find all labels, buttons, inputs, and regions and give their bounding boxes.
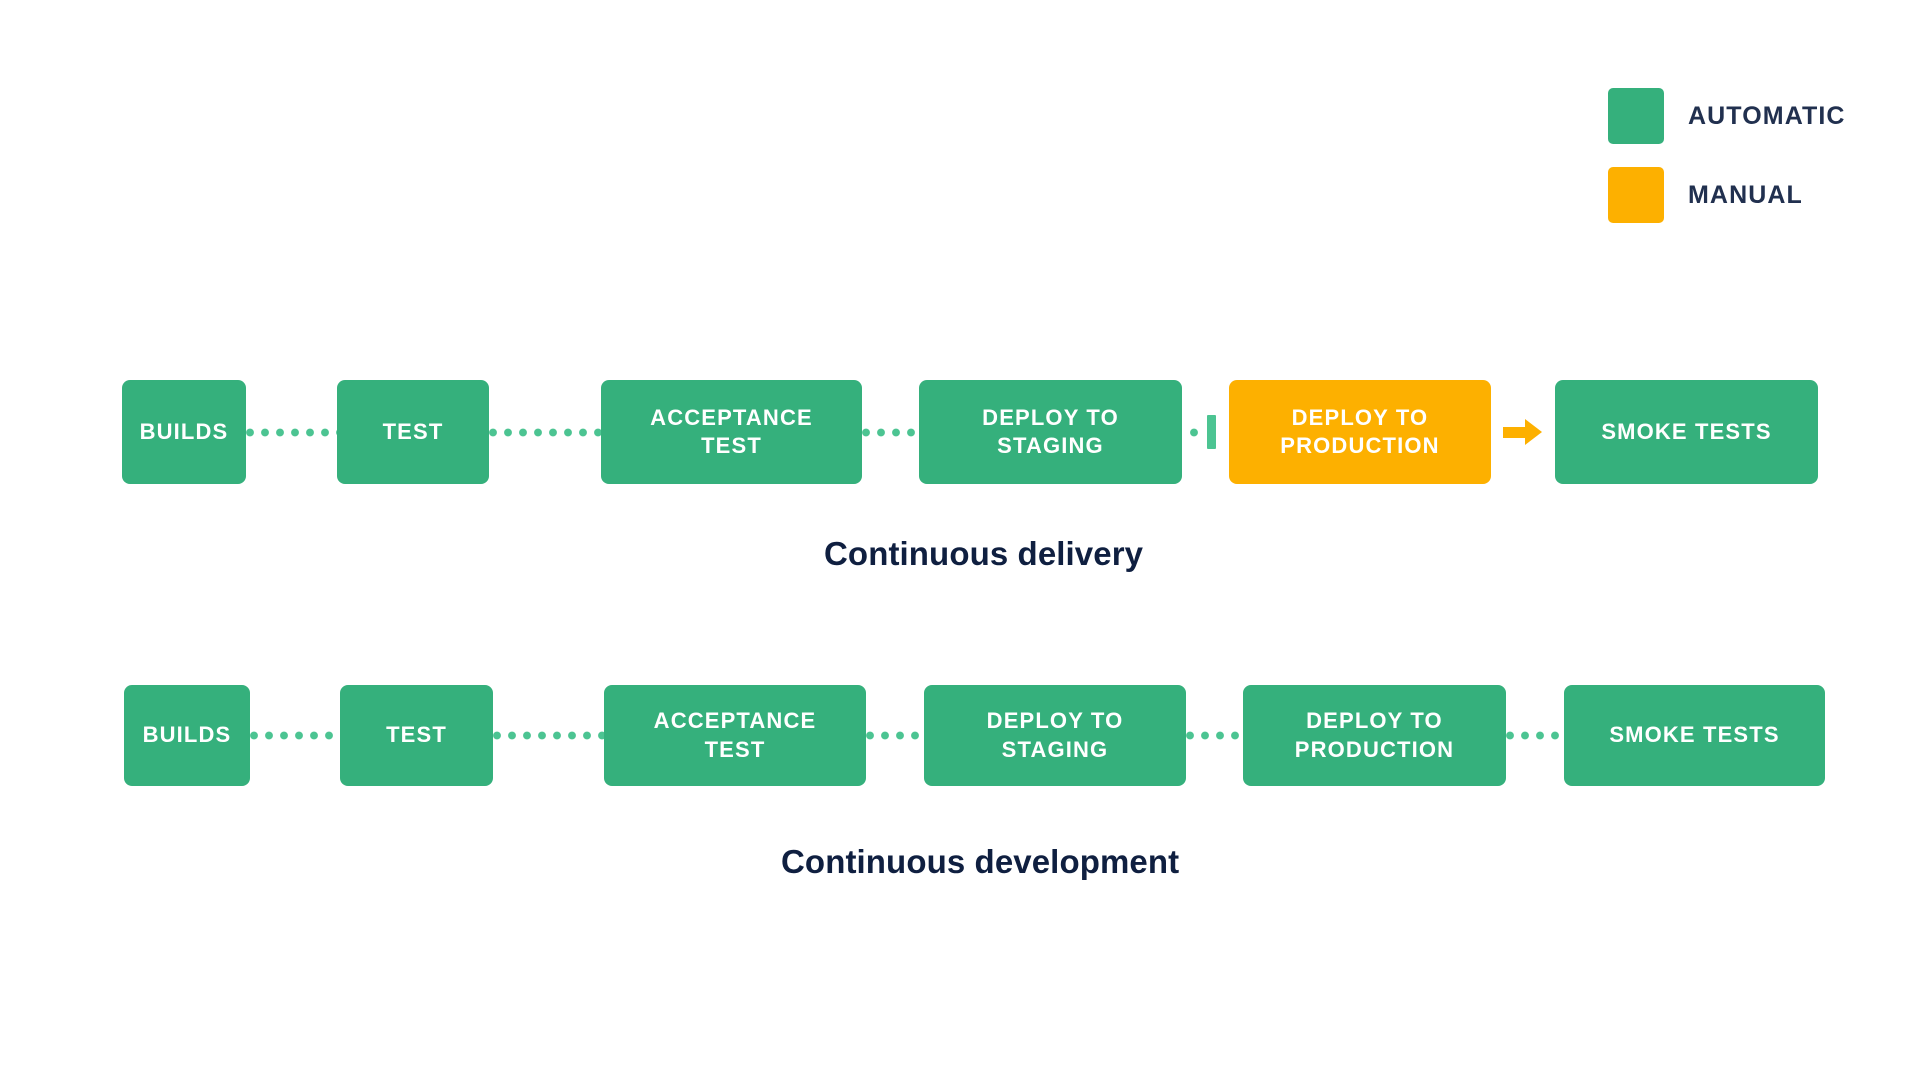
stage-label: ACCEPTANCE TEST <box>653 708 817 762</box>
stage-label: TEST <box>386 722 447 748</box>
stage-label: ACCEPTANCE TEST <box>650 404 813 458</box>
connector-dotted <box>866 731 924 740</box>
connector-dotted <box>489 427 601 437</box>
stage-deploy-to-production[interactable]: DEPLOY TO PRODUCTION <box>1243 685 1506 786</box>
stage-smoke-tests[interactable]: SMOKE TESTS <box>1555 380 1818 484</box>
stage-smoke-tests[interactable]: SMOKE TESTS <box>1564 685 1825 786</box>
stage-test[interactable]: TEST <box>340 685 493 786</box>
arrow-head <box>1525 419 1542 445</box>
stage-label: DEPLOY TO PRODUCTION <box>1280 404 1440 458</box>
legend-item-manual: MANUAL <box>1608 167 1846 223</box>
connector-dotted <box>493 731 604 740</box>
legend-label-manual: MANUAL <box>1688 180 1803 209</box>
connector-dot <box>1190 427 1201 437</box>
connector-dotted <box>862 427 919 437</box>
stage-builds[interactable]: BUILDS <box>124 685 250 786</box>
stage-test[interactable]: TEST <box>337 380 489 484</box>
legend-label-automatic: AUTOMATIC <box>1688 101 1846 130</box>
legend-swatch-automatic-icon <box>1608 88 1664 144</box>
manual-gate-bar-icon <box>1207 415 1216 449</box>
stage-deploy-to-production[interactable]: DEPLOY TO PRODUCTION <box>1229 380 1491 484</box>
caption-continuous-development: Continuous development <box>781 843 1180 880</box>
connector-dotted <box>246 427 337 437</box>
connector-dotted <box>1186 731 1243 740</box>
stage-label: TEST <box>382 418 444 444</box>
stage-deploy-to-staging[interactable]: DEPLOY TO STAGING <box>919 380 1182 484</box>
stage-acceptance-test[interactable]: ACCEPTANCE TEST <box>601 380 862 484</box>
stage-label: SMOKE TESTS <box>1601 418 1772 444</box>
stage-deploy-to-staging[interactable]: DEPLOY TO STAGING <box>924 685 1186 786</box>
stage-label: DEPLOY TO STAGING <box>982 404 1119 458</box>
pipeline-continuous-delivery: BUILDS TEST ACCEPTANCE TEST DEPLOY TO ST… <box>122 380 1818 484</box>
legend-swatch-manual-icon <box>1608 167 1664 223</box>
connector-dotted <box>250 731 340 740</box>
legend: AUTOMATIC MANUAL <box>1608 88 1846 223</box>
caption-continuous-delivery: Continuous delivery <box>824 535 1144 572</box>
pipeline-continuous-development: BUILDS TEST ACCEPTANCE TEST DEPLOY TO ST… <box>124 685 1825 786</box>
stage-label: SMOKE TESTS <box>1609 722 1780 748</box>
connector-dotted <box>1506 731 1564 740</box>
legend-item-automatic: AUTOMATIC <box>1608 88 1846 144</box>
stage-builds[interactable]: BUILDS <box>122 380 246 484</box>
stage-label: DEPLOY TO STAGING <box>986 708 1124 762</box>
stage-label: DEPLOY TO PRODUCTION <box>1294 708 1455 762</box>
arrow-right-icon <box>1503 419 1542 445</box>
arrow-shaft <box>1503 426 1525 438</box>
stage-acceptance-test[interactable]: ACCEPTANCE TEST <box>604 685 866 786</box>
stage-label: BUILDS <box>142 722 232 748</box>
stage-label: BUILDS <box>139 418 229 444</box>
